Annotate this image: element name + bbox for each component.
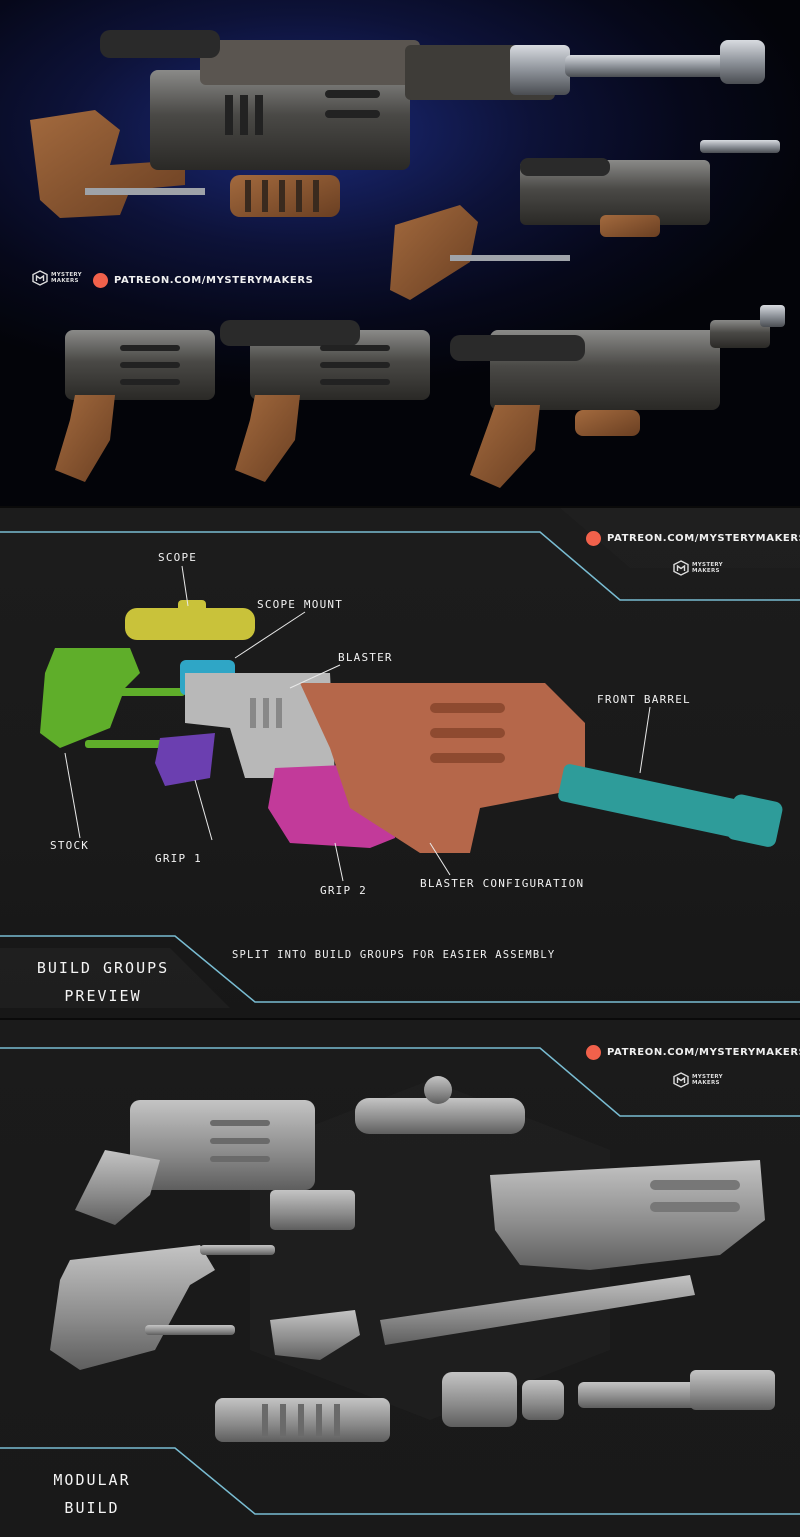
modular-build-panel: MYSTERY MAKERS PATREON.COM/MYSTERYMAKERS… <box>0 1020 800 1537</box>
part-receiver <box>490 1160 765 1270</box>
build-groups-title-line-1: BUILD GROUPS <box>36 959 170 977</box>
part-stock <box>40 648 140 748</box>
mystery-makers-logo-icon <box>673 560 689 576</box>
part-blaster-configuration <box>300 683 585 853</box>
secondary-stock <box>390 205 478 300</box>
mystery-makers-logo: MYSTERY MAKERS <box>32 270 82 286</box>
logo-line-2: MAKERS <box>51 278 79 284</box>
panel-divider <box>0 506 800 508</box>
callout-leaders <box>64 565 651 882</box>
part-scope <box>125 608 255 640</box>
logo-line-1: MYSTERY <box>692 1074 723 1080</box>
pistol-render-2 <box>220 320 430 482</box>
patreon-watermark[interactable]: PATREON.COM/MYSTERYMAKERS <box>586 531 800 546</box>
patreon-watermark[interactable]: PATREON.COM/MYSTERYMAKERS <box>586 1045 800 1060</box>
logo-line-1: MYSTERY <box>51 272 82 278</box>
part-blaster <box>185 673 335 778</box>
patreon-link[interactable]: PATREON.COM/MYSTERYMAKERS <box>607 533 800 544</box>
rifle-scope <box>100 30 220 58</box>
patreon-icon <box>586 1045 601 1060</box>
part-scope <box>355 1098 525 1134</box>
mystery-makers-logo-icon <box>32 270 48 286</box>
mystery-makers-logo: MYSTERY MAKERS <box>673 1072 723 1088</box>
mystery-makers-logo: MYSTERY MAKERS <box>673 560 723 576</box>
part-barrel-collar <box>522 1380 564 1420</box>
part-pistol-body <box>130 1100 315 1190</box>
part-front-barrel <box>558 764 770 843</box>
patreon-icon <box>586 531 601 546</box>
part-barrel-shroud <box>442 1372 517 1427</box>
frame-lines <box>0 1047 800 1515</box>
secondary-rifle-render <box>390 140 780 300</box>
modular-title-line-1: MODULAR <box>53 1471 131 1489</box>
build-groups-panel: MYSTERY MAKERS PATREON.COM/MYSTERYMAKERS… <box>0 508 800 1020</box>
stock-rod <box>85 188 205 195</box>
callout-grip-1: GRIP 1 <box>155 852 202 865</box>
build-groups-title-line-2: PREVIEW <box>64 987 142 1005</box>
callout-blaster-configuration: BLASTER CONFIGURATION <box>420 877 585 890</box>
callout-stock: STOCK <box>50 839 90 852</box>
patreon-watermark[interactable]: PATREON.COM/MYSTERYMAKERS <box>93 273 313 288</box>
part-scope-mount <box>270 1190 355 1230</box>
part-grip-1 <box>155 733 215 786</box>
logo-line-1: MYSTERY <box>692 562 723 568</box>
hero-rifle-renders <box>30 30 785 488</box>
panel-divider <box>0 1018 800 1020</box>
part-pistol-grip <box>75 1150 160 1225</box>
part-muzzle-brake <box>690 1370 775 1410</box>
modular-title-line-2: BUILD <box>64 1499 120 1517</box>
modular-parts-graphic <box>0 1047 800 1515</box>
callout-grip-2: GRIP 2 <box>320 884 367 897</box>
callout-blaster: BLASTER <box>338 651 393 664</box>
callout-front-barrel: FRONT BARREL <box>597 693 691 706</box>
main-rifle-render <box>30 30 765 218</box>
mystery-makers-logo-icon <box>673 1072 689 1088</box>
callout-scope: SCOPE <box>158 551 198 564</box>
logo-line-2: MAKERS <box>692 568 720 574</box>
modular-parts <box>50 1076 775 1442</box>
pistol-render-1 <box>55 330 215 482</box>
build-groups-subtitle: SPLIT INTO BUILD GROUPS FOR EASIER ASSEM… <box>232 949 556 961</box>
barrel-shroud <box>510 45 570 95</box>
rifle-upper-body <box>200 40 420 85</box>
carbine-render <box>450 305 785 488</box>
part-stock <box>50 1245 215 1370</box>
callout-scope-mount: SCOPE MOUNT <box>257 598 344 611</box>
patreon-link[interactable]: PATREON.COM/MYSTERYMAKERS <box>607 1047 800 1058</box>
rifle-stock <box>30 110 185 218</box>
part-barrel <box>578 1382 698 1408</box>
build-groups-graphic <box>0 508 800 1008</box>
logo-line-2: MAKERS <box>692 1080 720 1086</box>
part-rail <box>380 1275 695 1345</box>
exploded-rifle <box>40 600 783 853</box>
hero-render-panel: MYSTERY MAKERS PATREON.COM/MYSTERYMAKERS <box>0 0 800 508</box>
part-grip <box>270 1310 360 1360</box>
frame-shapes <box>0 508 800 1008</box>
patreon-link[interactable]: PATREON.COM/MYSTERYMAKERS <box>114 275 314 286</box>
rifle-barrel <box>565 55 745 77</box>
patreon-icon <box>93 273 108 288</box>
frame-lines <box>0 531 800 1003</box>
muzzle-brake <box>720 40 765 84</box>
